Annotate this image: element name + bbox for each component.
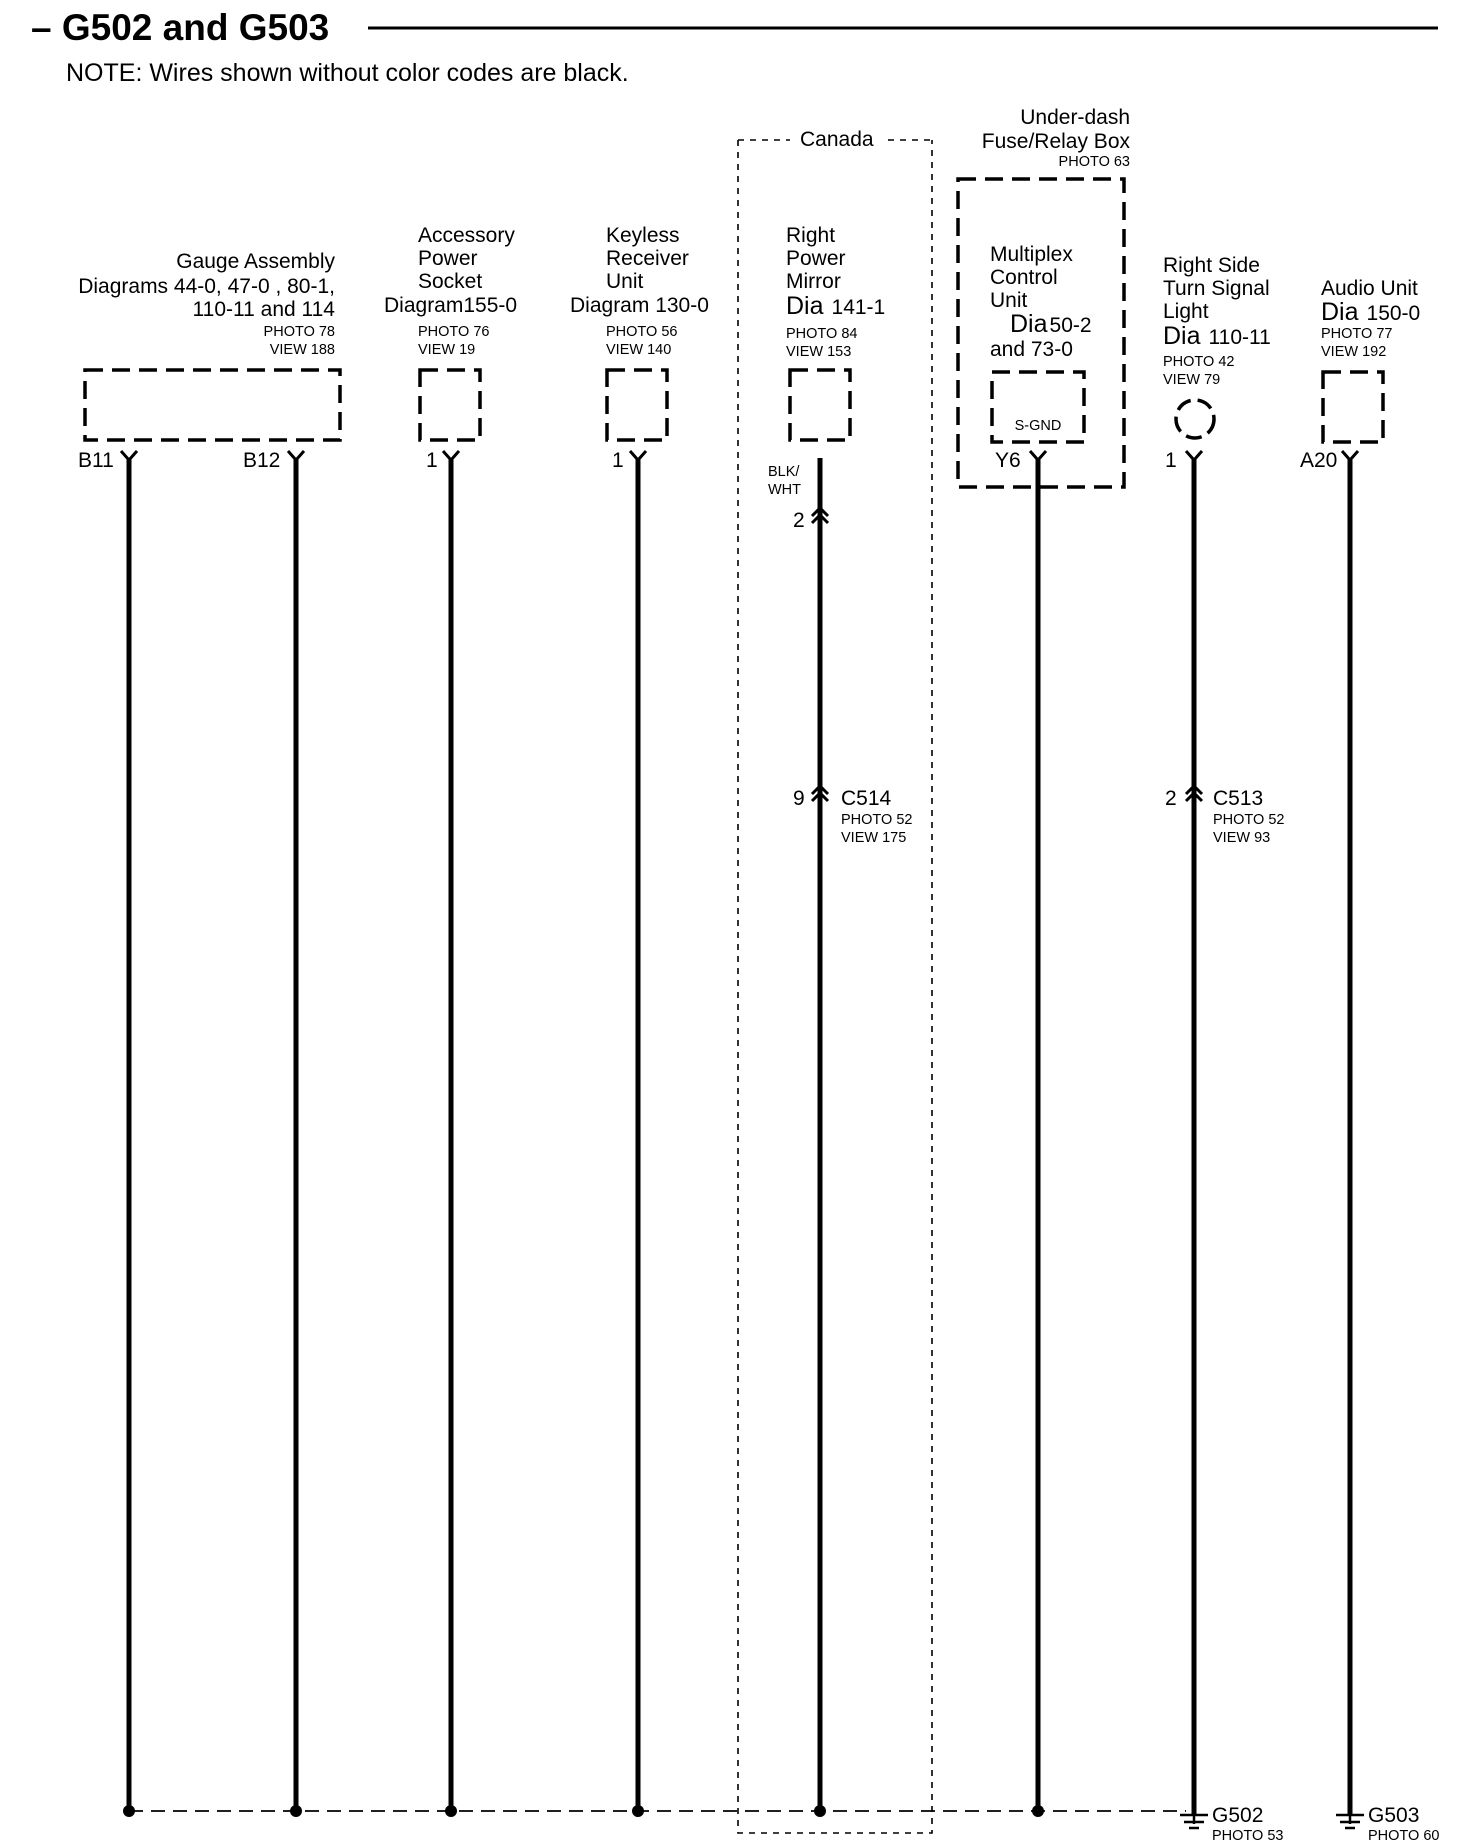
splice-1 — [123, 1805, 135, 1817]
c513-view: VIEW 93 — [1213, 830, 1270, 846]
g503-name: G503 — [1368, 1804, 1419, 1827]
pin-mirror-2: 2 — [793, 509, 805, 532]
c514-name: C514 — [841, 787, 892, 810]
keyless-box — [605, 368, 669, 442]
pin-mirror-9: 9 — [793, 787, 805, 810]
pin-b11: B11 — [78, 449, 114, 472]
splice-3 — [445, 1805, 457, 1817]
audio-box — [1321, 370, 1385, 444]
note-text: NOTE: Wires shown without color codes ar… — [66, 59, 629, 87]
accessory-name-3: Socket — [418, 270, 482, 293]
mirror-wire-color-2: WHT — [768, 482, 801, 498]
fuse-box-line-2: Fuse/Relay Box — [982, 130, 1131, 153]
turn-name-2: Turn Signal — [1163, 277, 1270, 300]
gauge-view: VIEW 188 — [270, 342, 335, 358]
keyless-photo: PHOTO 56 — [606, 324, 677, 340]
accessory-box — [418, 368, 482, 442]
mirror-name-3: Mirror — [786, 270, 841, 293]
g502-photo: PHOTO 53 — [1212, 1828, 1283, 1844]
canada-label: Canada — [800, 128, 874, 151]
c514-view: VIEW 175 — [841, 830, 906, 846]
gauge-photo: PHOTO 78 — [264, 324, 335, 340]
c513-name: C513 — [1213, 787, 1263, 810]
pin-audio-a20: A20 — [1300, 449, 1337, 472]
accessory-name-1: Accessory — [418, 224, 515, 247]
gauge-assembly: Gauge Assembly Diagrams 44-0, 47-0 , 80-… — [78, 250, 342, 472]
keyless-name-2: Receiver — [606, 247, 689, 270]
turn-view: VIEW 79 — [1163, 372, 1220, 388]
fuse-relay-box: Under-dash Fuse/Relay Box PHOTO 63 — [956, 106, 1131, 489]
mirror-box — [788, 368, 852, 442]
ground-g502: G502 PHOTO 53 — [1180, 1804, 1283, 1844]
accessory-diagram: Diagram155-0 — [384, 294, 517, 317]
keyless-name-1: Keyless — [606, 224, 680, 247]
mpcu-name-2: Control — [990, 266, 1058, 289]
accessory-view: VIEW 19 — [418, 342, 475, 358]
turn-name-3: Light — [1163, 300, 1209, 323]
pin-b12: B12 — [243, 449, 280, 472]
mpcu-dia-extra: and 73-0 — [990, 338, 1073, 361]
keyless-view: VIEW 140 — [606, 342, 671, 358]
mirror-view: VIEW 153 — [786, 344, 851, 360]
audio-name: Audio Unit — [1321, 277, 1418, 300]
accessory-name-2: Power — [418, 247, 478, 270]
c513-photo: PHOTO 52 — [1213, 812, 1284, 828]
mpcu-name-3: Unit — [990, 289, 1028, 312]
splice-5 — [814, 1805, 826, 1817]
pin-accessory-1: 1 — [426, 449, 438, 472]
gauge-name: Gauge Assembly — [176, 250, 335, 273]
splice-2 — [290, 1805, 302, 1817]
splice-4 — [632, 1805, 644, 1817]
keyless-name-3: Unit — [606, 270, 644, 293]
gauge-box — [83, 368, 342, 442]
pin-keyless-1: 1 — [612, 449, 624, 472]
audio-photo: PHOTO 77 — [1321, 326, 1392, 342]
turn-name-1: Right Side — [1163, 254, 1260, 277]
gauge-diagrams-1: Diagrams 44-0, 47-0 , 80-1, — [78, 275, 335, 298]
ground-g502-icon — [1180, 1813, 1208, 1830]
pin-turn-1: 1 — [1165, 449, 1177, 472]
keyless-diagram: Diagram 130-0 — [570, 294, 709, 317]
ground-bus — [123, 1805, 1186, 1817]
c514-photo: PHOTO 52 — [841, 812, 912, 828]
turn-signal-bulb — [1174, 398, 1216, 440]
mirror-wire-color-1: BLK/ — [768, 464, 800, 480]
mirror-photo: PHOTO 84 — [786, 326, 857, 342]
gauge-diagrams-2: 110-11 and 114 — [193, 298, 336, 321]
multiplex-control-unit: Multiplex Control Unit Dia50-2 and 73-0 … — [990, 243, 1092, 472]
mpcu-name-1: Multiplex — [990, 243, 1073, 266]
ground-g503: G503 PHOTO 60 — [1336, 1804, 1439, 1844]
mpcu-sgnd: S-GND — [1015, 418, 1062, 434]
page-title: – G502 and G503 — [31, 7, 329, 48]
audio-view: VIEW 192 — [1321, 344, 1386, 360]
mirror-name-1: Right — [786, 224, 835, 247]
fuse-box-line-1: Under-dash — [1020, 106, 1130, 129]
canada-option-region: Canada — [737, 128, 933, 1834]
accessory-photo: PHOTO 76 — [418, 324, 489, 340]
pin-turn-2: 2 — [1165, 787, 1177, 810]
g502-name: G502 — [1212, 1804, 1263, 1827]
pin-terminals — [119, 450, 1360, 463]
inline-connectors — [810, 505, 1204, 803]
pin-mpcu-y6: Y6 — [995, 449, 1021, 472]
wires — [126, 458, 1353, 1815]
fuse-box-photo: PHOTO 63 — [1059, 154, 1130, 170]
turn-photo: PHOTO 42 — [1163, 354, 1234, 370]
accessory-power-socket: Accessory Power Socket Diagram155-0 PHOT… — [384, 224, 517, 472]
mpcu-dia: Dia50-2 — [1010, 310, 1092, 338]
g503-photo: PHOTO 60 — [1368, 1828, 1439, 1844]
ground-g503-icon — [1336, 1813, 1364, 1830]
keyless-receiver-unit: Keyless Receiver Unit Diagram 130-0 PHOT… — [570, 224, 709, 472]
splice-6 — [1032, 1805, 1044, 1817]
mirror-name-2: Power — [786, 247, 846, 270]
